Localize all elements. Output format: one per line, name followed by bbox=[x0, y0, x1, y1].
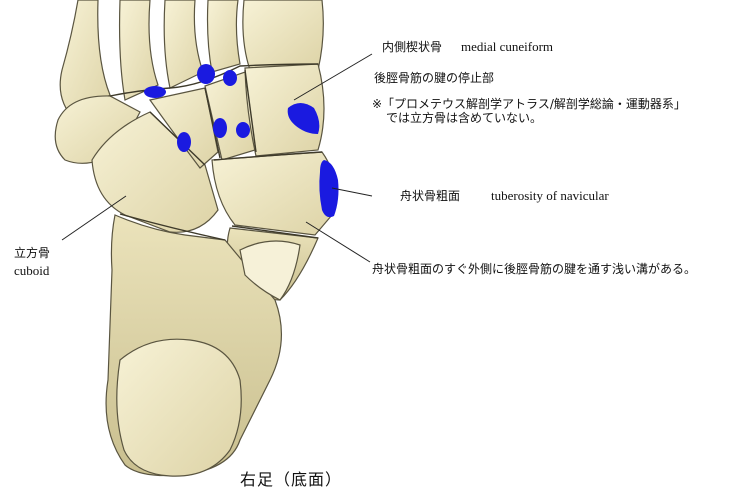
medial-cuneiform-label-en: medial cuneiform bbox=[461, 39, 554, 54]
note-line-1: ※「プロメテウス解剖学アトラス/解剖学総論・運動器系」 bbox=[372, 97, 686, 111]
cuboid-label-jp: 立方骨 bbox=[14, 246, 51, 260]
leader-navicular-tuberosity bbox=[331, 187, 373, 197]
insertion-mark-medial-cuneiform bbox=[287, 103, 320, 134]
insertion-mark-cuboid bbox=[177, 132, 191, 152]
insertion-mark-intermediate-cuneiform bbox=[236, 122, 250, 138]
insertion-mark-5th-metatarsal bbox=[144, 86, 166, 98]
medial-cuneiform bbox=[244, 63, 325, 157]
leader-groove bbox=[305, 221, 371, 263]
cuboid-label-en: cuboid bbox=[14, 263, 50, 278]
insertion-mark-3rd-metatarsal bbox=[197, 64, 215, 84]
metatarsal-2 bbox=[206, 0, 241, 73]
calcaneal-tuberosity bbox=[116, 338, 242, 477]
insertion-mark-2nd-metatarsal bbox=[223, 70, 237, 86]
leader-cuboid bbox=[61, 195, 127, 241]
metatarsal-3 bbox=[163, 0, 204, 89]
leader-medial-cuneiform bbox=[293, 53, 373, 101]
metatarsal-1 bbox=[242, 0, 324, 71]
figure-caption: 右足（底面） bbox=[240, 470, 343, 489]
note-line-2: では立方骨は含めていない。 bbox=[386, 111, 543, 125]
insertion-mark-lateral-cuneiform bbox=[213, 118, 227, 138]
sustentaculum-tali bbox=[239, 240, 301, 301]
navicular-bone bbox=[211, 151, 336, 236]
cuboid-bone bbox=[91, 111, 219, 233]
navicular-tuberosity-label-jp: 舟状骨粗面 bbox=[400, 189, 461, 203]
insertion-mark-navicular-tuberosity bbox=[319, 160, 339, 218]
metatarsal-5 bbox=[59, 0, 111, 121]
medial-cuneiform-label-jp: 内側楔状骨 bbox=[382, 40, 443, 54]
metatarsal-4 bbox=[118, 0, 159, 101]
tendon-insertion-label: 後脛骨筋の腱の停止部 bbox=[374, 71, 495, 85]
navicular-tuberosity-label-en: tuberosity of navicular bbox=[491, 188, 609, 203]
groove-note-label: 舟状骨粗面のすぐ外側に後脛骨筋の腱を通す浅い溝がある。 bbox=[372, 262, 697, 276]
